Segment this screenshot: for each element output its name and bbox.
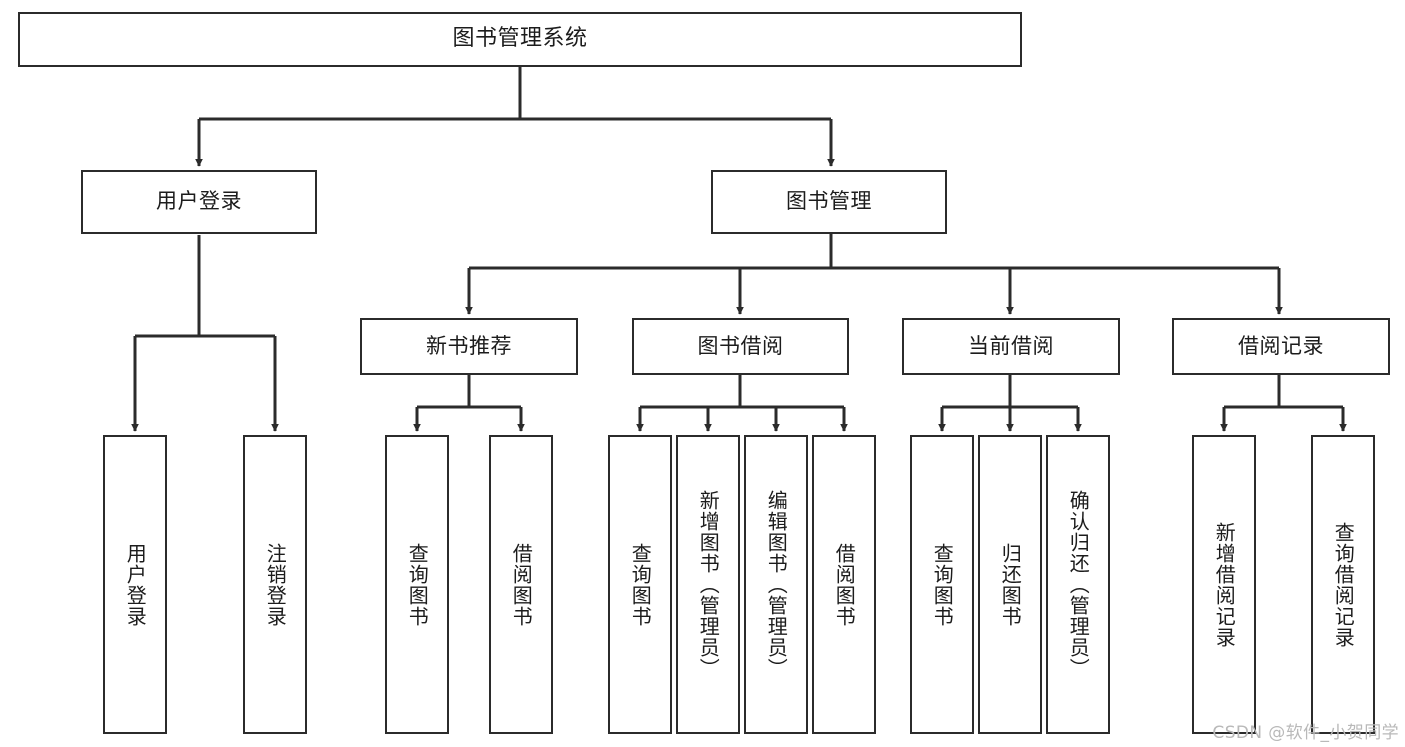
node-leaf-return-book[interactable]: 归还图书 [978, 435, 1042, 734]
node-leaf-borrow-book-2[interactable]: 借阅图书 [812, 435, 876, 734]
node-current-borrow[interactable]: 当前借阅 [902, 318, 1120, 375]
node-leaf-logout-label: 注销登录 [263, 542, 288, 627]
node-book-manage[interactable]: 图书管理 [711, 170, 947, 234]
node-book-borrow-label: 图书借阅 [697, 333, 784, 358]
node-leaf-query-book-3-label: 查询图书 [930, 542, 955, 627]
node-root[interactable]: 图书管理系统 [18, 12, 1022, 67]
node-user-login[interactable]: 用户登录 [81, 170, 317, 234]
node-current-borrow-label: 当前借阅 [968, 333, 1054, 358]
node-leaf-return-book-label: 归还图书 [998, 542, 1023, 627]
node-new-book-recommend[interactable]: 新书推荐 [360, 318, 578, 375]
node-leaf-logout[interactable]: 注销登录 [243, 435, 307, 734]
node-leaf-add-record-label: 新增借阅记录 [1212, 521, 1237, 648]
node-leaf-borrow-book-1[interactable]: 借阅图书 [489, 435, 553, 734]
node-leaf-borrow-book-2-label: 借阅图书 [832, 542, 857, 627]
node-leaf-query-book-3[interactable]: 查询图书 [910, 435, 974, 734]
node-borrow-record[interactable]: 借阅记录 [1172, 318, 1390, 375]
node-leaf-query-book-1-label: 查询图书 [405, 542, 430, 627]
node-borrow-record-label: 借阅记录 [1238, 333, 1324, 358]
node-leaf-add-record[interactable]: 新增借阅记录 [1192, 435, 1256, 734]
node-leaf-query-book-1[interactable]: 查询图书 [385, 435, 449, 734]
node-leaf-confirm-return-label: 确认归还（管理员） [1066, 490, 1091, 679]
node-leaf-query-record-label: 查询借阅记录 [1331, 521, 1356, 648]
node-user-login-label: 用户登录 [156, 189, 242, 214]
watermark: CSDN @软件_小贺同学 [1212, 723, 1399, 743]
node-leaf-query-record[interactable]: 查询借阅记录 [1311, 435, 1375, 734]
node-root-label: 图书管理系统 [452, 26, 588, 52]
node-leaf-add-book-label: 新增图书（管理员） [696, 490, 721, 679]
node-new-book-recommend-label: 新书推荐 [426, 333, 512, 358]
node-leaf-user-login-label: 用户登录 [123, 542, 148, 627]
node-leaf-edit-book[interactable]: 编辑图书（管理员） [744, 435, 808, 734]
node-book-borrow[interactable]: 图书借阅 [632, 318, 849, 375]
node-leaf-edit-book-label: 编辑图书（管理员） [764, 490, 789, 679]
node-leaf-borrow-book-1-label: 借阅图书 [509, 542, 534, 627]
node-leaf-add-book[interactable]: 新增图书（管理员） [676, 435, 740, 734]
node-book-manage-label: 图书管理 [786, 189, 872, 214]
node-leaf-query-book-2[interactable]: 查询图书 [608, 435, 672, 734]
node-leaf-query-book-2-label: 查询图书 [628, 542, 653, 627]
node-leaf-user-login[interactable]: 用户登录 [103, 435, 167, 734]
node-leaf-confirm-return[interactable]: 确认归还（管理员） [1046, 435, 1110, 734]
